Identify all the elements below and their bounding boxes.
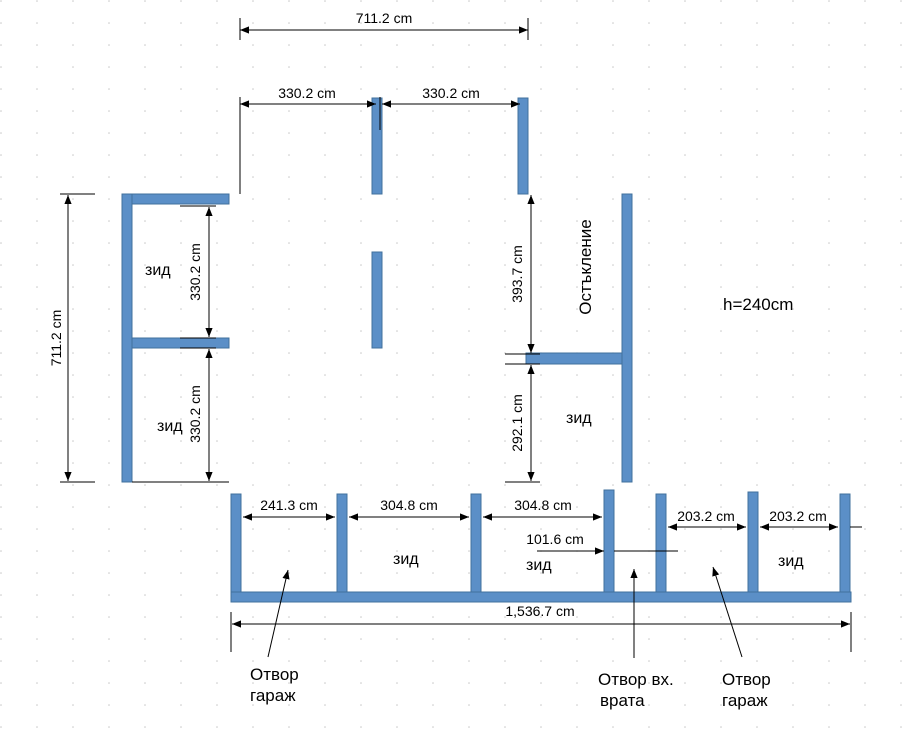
wall-center-upper — [371, 97, 383, 195]
label-glazing: Остъкление — [576, 219, 595, 314]
wall-left-vertical — [121, 193, 133, 483]
label-wall-upper-left: зид — [145, 262, 171, 279]
label-wall-lower-left: зид — [157, 418, 183, 435]
wall-bottom-post-2 — [336, 493, 348, 593]
dim-bottom-5: 203.2 cm — [677, 508, 735, 524]
dim-top-right: 330.2 cm — [422, 85, 480, 101]
wall-bottom-post-5 — [655, 493, 667, 593]
wall-right-horizontal — [525, 352, 623, 365]
wall-bottom-post-1 — [230, 493, 242, 593]
dim-left-total: 711.2 cm — [48, 310, 64, 367]
wall-bottom-post-7 — [839, 493, 851, 593]
wall-bottom-post-4 — [603, 489, 615, 593]
pointer-arrows — [267, 566, 743, 658]
pointer-garage-right — [712, 566, 743, 658]
label-garage-opening-right-1: Отвор — [722, 670, 771, 689]
label-garage-opening-right-2: гараж — [722, 691, 768, 710]
wall-bottom-post-6 — [747, 491, 759, 593]
dimension-lines — [60, 18, 862, 652]
room-labels: зид зид зид зид зид зид Остъкление h=240… — [145, 219, 804, 710]
wall-bottom — [230, 591, 852, 603]
walls — [121, 97, 852, 603]
dim-bottom-4: 101.6 cm — [526, 531, 584, 547]
dim-bottom-6: 203.2 cm — [769, 508, 827, 524]
pointer-garage-left — [267, 569, 290, 658]
wall-left-top — [131, 193, 230, 205]
wall-right-upper — [517, 97, 529, 195]
wall-center-lower — [371, 251, 383, 349]
dim-center-upper: 393.7 cm — [509, 245, 525, 303]
wall-right-vertical — [621, 193, 633, 483]
label-garage-opening-left-1: Отвор — [250, 665, 299, 684]
dim-top-total: 711.2 cm — [356, 10, 413, 26]
dim-left-upper: 330.2 cm — [187, 243, 203, 301]
label-height: h=240cm — [723, 295, 793, 314]
dim-bottom-1: 241.3 cm — [260, 497, 318, 513]
label-wall-bottom-a: зид — [393, 551, 419, 568]
dim-left-lower: 330.2 cm — [187, 385, 203, 443]
dim-center-lower: 292.1 cm — [509, 394, 525, 452]
wall-left-middle — [131, 337, 230, 349]
label-gate-opening-2: врата — [600, 691, 645, 710]
label-wall-right: зид — [566, 410, 592, 427]
dim-top-left: 330.2 cm — [278, 85, 336, 101]
dim-bottom-2: 304.8 cm — [380, 497, 438, 513]
label-wall-bottom-c: зид — [778, 553, 804, 570]
label-gate-opening-1: Отвор вх. — [598, 670, 674, 689]
dimension-texts: 711.2 cm 330.2 cm 330.2 cm 711.2 cm 330.… — [48, 10, 827, 619]
label-wall-bottom-b: зид — [526, 557, 552, 574]
wall-bottom-post-3 — [470, 493, 482, 593]
dim-bottom-total: 1,536.7 cm — [505, 603, 574, 619]
label-garage-opening-left-2: гараж — [250, 686, 296, 705]
dim-bottom-3: 304.8 cm — [514, 497, 572, 513]
